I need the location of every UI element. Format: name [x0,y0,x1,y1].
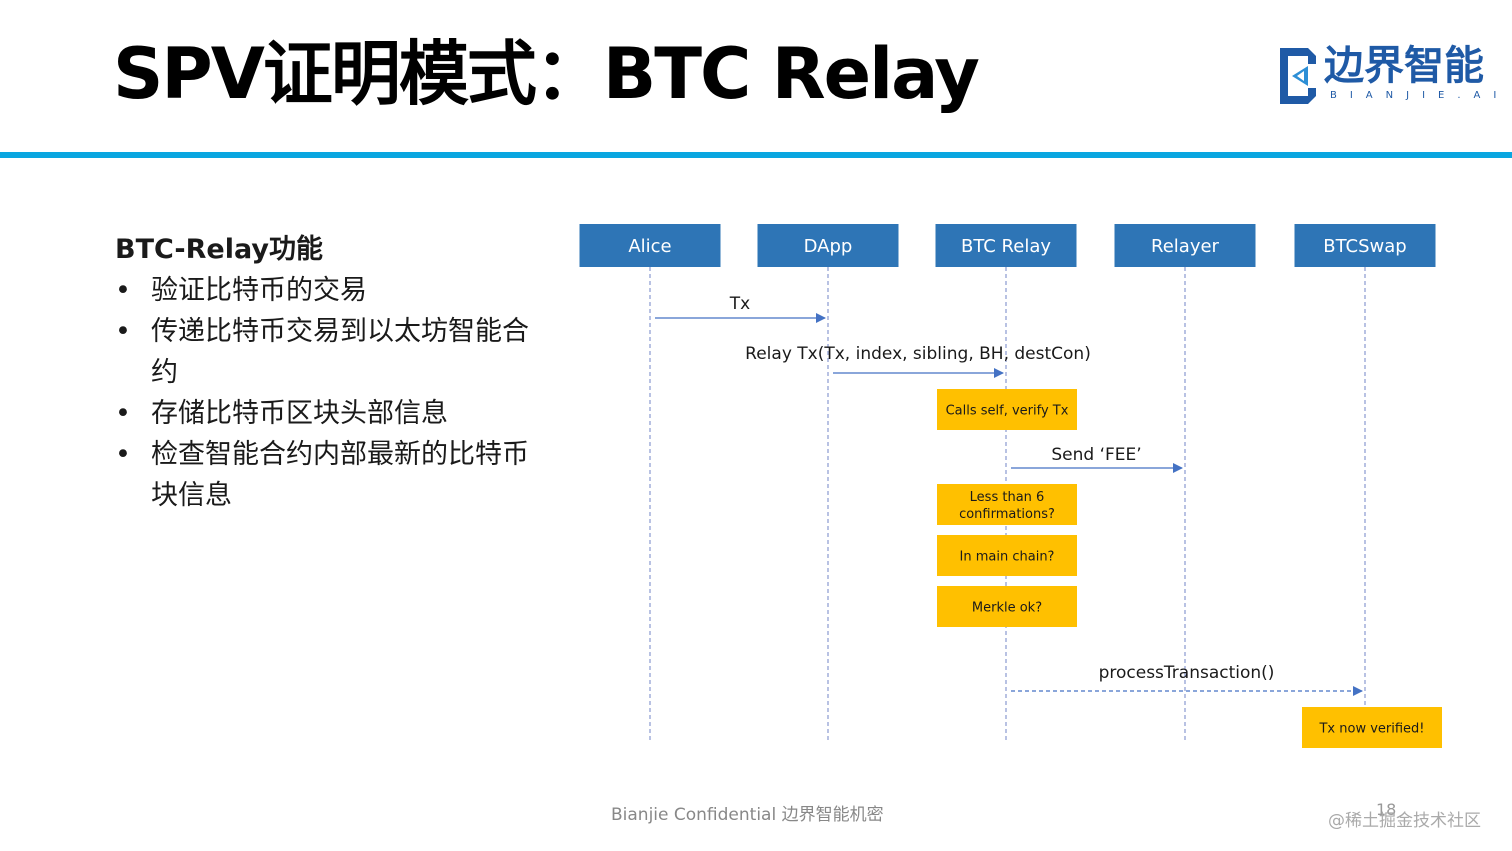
company-logo: 边界智能 BIANJIE.AI [1278,42,1496,112]
note-box [937,389,1077,430]
logo-text-en: BIANJIE.AI [1330,90,1510,101]
actor-box [579,224,721,267]
page-number: 18 [1376,800,1397,819]
actor-box [1294,224,1436,267]
message-2: Relay Tx(Tx, index, sibling, BH, destCon… [745,344,1091,378]
message-label: Tx [729,294,750,314]
actor-relayer: Relayer [1114,224,1256,267]
actor-box [757,224,899,267]
note-box [1302,707,1442,748]
note-box [937,484,1077,525]
list-item-text: 存储比特币区块头部信息 [151,398,448,429]
message-3: Send ‘FEE’ [1011,445,1183,473]
actor-alice: Alice [579,224,721,267]
feature-list-heading: BTC-Relay功能 [115,234,323,265]
bullet-icon: • [115,439,131,470]
bullet-icon: • [115,398,131,429]
message-1: Tx [655,294,826,323]
slide-title: SPV证明模式：BTC Relay [113,33,980,115]
list-item-text: 检查智能合约内部最新的比特币块信息 [151,439,529,511]
actor-box [935,224,1077,267]
note-box [937,586,1077,627]
note-label: Calls self, verify Tx [946,404,1069,419]
bullet-icon: • [115,316,131,347]
note-2: Less than 6 confirmations? [937,484,1077,525]
note-label: Merkle ok? [972,601,1042,616]
feature-list: •验证比特币的交易 •传递比特币交易到以太坊智能合约 •存储比特币区块头部信息 … [115,270,535,516]
actor-label: BTC Relay [961,236,1051,257]
actor-btcswap: BTCSwap [1294,224,1436,267]
note-1: Calls self, verify Tx [937,389,1077,430]
watermark: @稀土掘金技术社区 [1328,811,1481,831]
actor-label: Relayer [1151,236,1220,257]
list-item: • 检查智能合约内部最新的比特币块信息 [115,434,535,516]
feature-list-panel: BTC-Relay功能 • 验证比特币的交易 • 传递比特币交易到以太坊智能合约 •… [115,230,535,516]
note-label: confirmations? [959,507,1055,522]
actor-dapp: DApp [757,224,899,267]
note-4: Merkle ok? [937,586,1077,627]
header-divider [0,152,1512,158]
message-label: processTransaction() [1099,663,1275,683]
list-item-text: 传递比特币交易到以太坊智能合约 [151,316,529,388]
note-label: Less than 6 [970,490,1045,505]
message-label: Send ‘FEE’ [1051,445,1141,465]
note-3: In main chain? [937,535,1077,576]
list-item: • 存储比特币区块头部信息 [115,393,535,434]
actor-label: DApp [804,236,853,257]
actor-label: Alice [628,236,671,257]
note-5: Tx now verified! [1302,707,1442,748]
list-item: • 验证比特币的交易 [115,270,535,311]
actor-box [1114,224,1256,267]
logo-mark-icon [1280,48,1316,104]
footer-confidential: Bianjie Confidential 边界智能机密 [611,805,884,825]
list-item: • 传递比特币交易到以太坊智能合约 [115,311,535,393]
logo-text-cn: 边界智能 [1324,43,1484,89]
message-label: Relay Tx(Tx, index, sibling, BH, destCon… [745,344,1091,364]
note-label: Tx now verified! [1318,722,1424,737]
note-box [937,535,1077,576]
message-4: processTransaction() [1011,663,1363,696]
actor-label: BTCSwap [1323,236,1406,257]
list-item-text: 验证比特币的交易 [151,275,367,306]
bullet-icon: • [115,275,131,306]
actor-btc-relay: BTC Relay [935,224,1077,267]
note-label: In main chain? [960,550,1055,565]
